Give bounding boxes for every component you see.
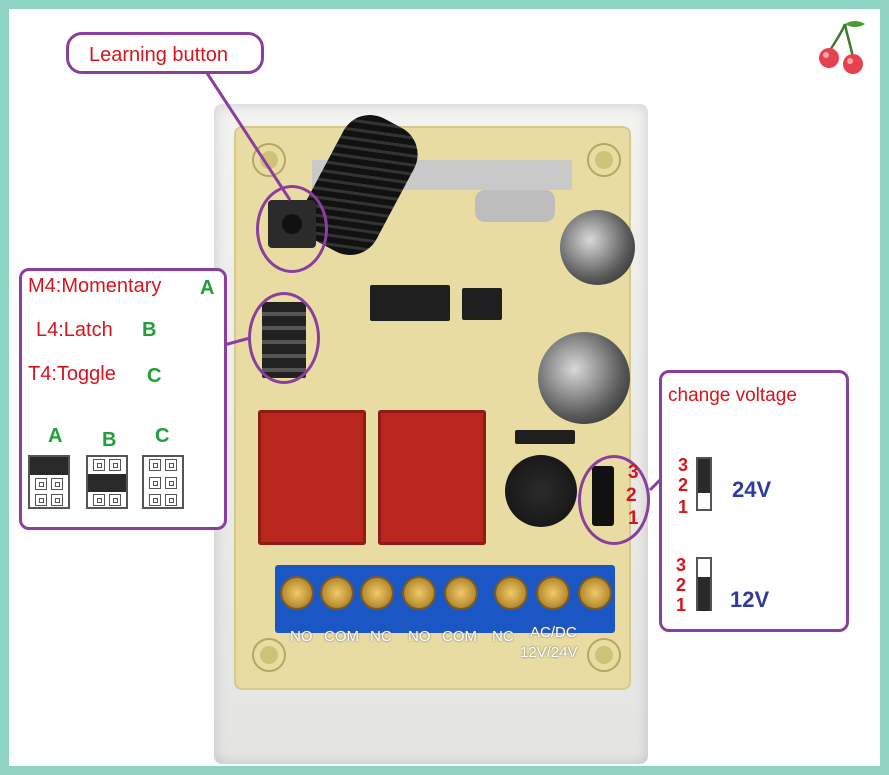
mount-hole — [589, 145, 619, 175]
diode — [515, 430, 575, 444]
legend-letter-c: C — [155, 425, 170, 447]
terminal-label: NO — [408, 628, 431, 645]
learning-button-callout: Learning button — [66, 32, 264, 74]
jumper-highlight — [578, 455, 650, 545]
legend-letter-b: B — [102, 429, 117, 451]
learning-button-highlight — [256, 185, 328, 273]
screw-terminal[interactable] — [282, 578, 312, 608]
bridge-rectifier — [505, 455, 577, 527]
header-highlight — [248, 292, 320, 384]
screw-terminal[interactable] — [404, 578, 434, 608]
voltage-12v-label: 12V — [730, 587, 770, 612]
pin-3-label: 3 — [678, 455, 689, 475]
mode-label-toggle: T4:Toggle — [28, 363, 116, 385]
jumper-diagram-b — [86, 455, 128, 509]
board-pin-1: 1 — [628, 508, 639, 529]
screw-terminal[interactable] — [580, 578, 610, 608]
screw-terminal[interactable] — [322, 578, 352, 608]
power-label: 12V/24V — [520, 644, 578, 661]
pin-1-label: 1 — [676, 595, 687, 615]
crystal — [475, 190, 555, 222]
jumper-diagram-12v — [696, 557, 712, 611]
pin-3-label: 3 — [676, 555, 687, 575]
mode-label-latch: L4:Latch — [36, 319, 113, 341]
board-pin-2: 2 — [626, 485, 637, 506]
voltage-24v-label: 24V — [732, 477, 772, 502]
ic-chip — [462, 288, 502, 320]
screw-terminal[interactable] — [362, 578, 392, 608]
terminal-label: COM — [324, 628, 359, 645]
mount-hole — [589, 640, 619, 670]
pin-2-label: 2 — [678, 475, 689, 495]
jumper-diagram-24v — [696, 457, 712, 511]
mode-label-momentary: M4:Momentary — [28, 275, 162, 297]
pin-1-label: 1 — [678, 497, 689, 517]
mode-letter-a: A — [200, 277, 215, 299]
mode-letter-c: C — [147, 365, 162, 387]
relay — [378, 410, 486, 545]
power-label: AC/DC — [530, 624, 577, 641]
relay — [258, 410, 366, 545]
capacitor — [538, 332, 630, 424]
terminal-label: COM — [442, 628, 477, 645]
mode-legend: M4:Momentary A L4:Latch B T4:Toggle C A … — [19, 268, 227, 530]
terminal-label: NO — [290, 628, 313, 645]
jumper-diagram-a — [28, 455, 70, 509]
board-pin-3: 3 — [628, 462, 639, 483]
screw-terminal[interactable] — [446, 578, 476, 608]
change-voltage-panel: change voltage 3 2 1 24V 3 2 1 12V — [659, 370, 849, 632]
ic-chip — [370, 285, 450, 321]
mode-letter-b: B — [142, 319, 157, 341]
screw-terminal[interactable] — [496, 578, 526, 608]
screw-terminal[interactable] — [538, 578, 568, 608]
terminal-label: NC — [492, 628, 514, 645]
learning-button-label: Learning button — [89, 44, 229, 66]
jumper-diagram-c — [142, 455, 184, 509]
pin-2-label: 2 — [676, 575, 687, 595]
cherry-icon — [819, 21, 865, 74]
capacitor — [560, 210, 635, 285]
terminal-label: NC — [370, 628, 392, 645]
legend-letter-a: A — [48, 425, 63, 447]
change-voltage-title: change voltage — [668, 385, 797, 406]
mount-hole — [254, 640, 284, 670]
